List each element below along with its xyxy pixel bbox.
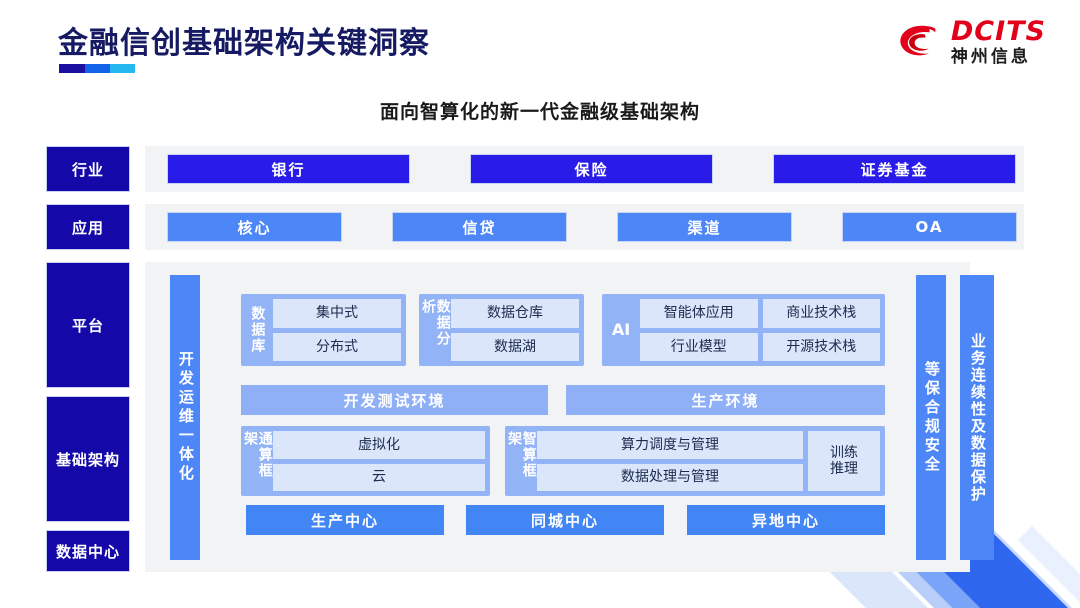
bar-production-environment[interactable]: 生产环境 [566, 385, 885, 415]
category-label-datacenter: 数据中心 [46, 530, 130, 572]
datacenter-metro[interactable]: 同城中心 [466, 505, 664, 535]
datacenter-remote[interactable]: 异地中心 [687, 505, 885, 535]
sidebar-business-continuity[interactable]: 业务连续性及数据保护 [960, 275, 994, 560]
category-label-infrastructure: 基础架构 [46, 396, 130, 522]
group-data-analysis: 数据分析 数据仓库 数据湖 [419, 294, 584, 366]
group-database-label: 数据库 [249, 306, 266, 354]
cell-data-processing[interactable]: 数据处理与管理 [537, 463, 803, 491]
slide-subtitle: 面向智算化的新一代金融级基础架构 [379, 101, 700, 123]
dcits-swirl-icon [900, 25, 936, 56]
cell-compute-scheduling[interactable]: 算力调度与管理 [537, 431, 803, 459]
group-intelligent-compute-framework: 智算框架 算力调度与管理 数据处理与管理 训练 推理 [505, 426, 885, 496]
cell-opensource-stack[interactable]: 开源技术栈 [762, 332, 880, 361]
logo-cn-text: 神州信息 [950, 47, 1031, 67]
group-ai-label: AI [611, 319, 631, 339]
bar-dev-test-environment[interactable]: 开发测试环境 [241, 385, 548, 415]
cell-industry-model[interactable]: 行业模型 [640, 332, 758, 361]
sidebar-compliance-security[interactable]: 等保合规安全 [916, 275, 946, 560]
cell-training-inference[interactable]: 训练 推理 [808, 431, 880, 491]
industry-chip-securities[interactable]: 证券基金 [773, 154, 1016, 184]
brand-logo: DCITS 神州信息 [895, 18, 1046, 66]
group-ai: AI 智能体应用 商业技术栈 行业模型 开源技术栈 [602, 294, 885, 366]
sidebar-devops-integration[interactable]: 开发运维一体化 [170, 275, 200, 560]
category-label-industry: 行业 [46, 146, 130, 192]
datacenter-production[interactable]: 生产中心 [246, 505, 444, 535]
cell-cloud[interactable]: 云 [273, 463, 485, 491]
cell-commercial-stack[interactable]: 商业技术栈 [762, 299, 880, 328]
cell-agent-application[interactable]: 智能体应用 [640, 299, 758, 328]
group-database: 数据库 集中式 分布式 [241, 294, 406, 366]
category-label-application: 应用 [46, 204, 130, 250]
cell-database-centralized[interactable]: 集中式 [273, 299, 401, 328]
cell-training-line: 训练 [830, 444, 858, 461]
industry-row-panel: 银行 保险 证券基金 [145, 146, 1024, 192]
cell-database-distributed[interactable]: 分布式 [273, 332, 401, 361]
industry-chip-insurance[interactable]: 保险 [470, 154, 713, 184]
cell-inference-line: 推理 [830, 461, 858, 477]
application-chip-channel[interactable]: 渠道 [617, 212, 792, 242]
cell-data-warehouse[interactable]: 数据仓库 [451, 299, 579, 328]
group-general-compute-label: 通算框架 [242, 431, 273, 479]
application-row-panel: 核心 信贷 渠道 OA [145, 204, 1024, 250]
group-intelligent-compute-label: 智算框架 [506, 431, 537, 479]
industry-chip-bank[interactable]: 银行 [167, 154, 410, 184]
group-general-compute-framework: 通算框架 虚拟化 云 [241, 426, 490, 496]
application-chip-core[interactable]: 核心 [167, 212, 342, 242]
cell-virtualization[interactable]: 虚拟化 [273, 431, 485, 459]
application-chip-credit[interactable]: 信贷 [392, 212, 567, 242]
group-data-analysis-label: 数据分析 [420, 299, 451, 347]
title-underline-rule [59, 64, 135, 73]
cell-data-lake[interactable]: 数据湖 [451, 332, 579, 361]
page-title: 金融信创基础架构关键洞察 [58, 26, 430, 61]
logo-en-text: DCITS [950, 16, 1046, 47]
application-chip-oa[interactable]: OA [842, 212, 1017, 242]
category-label-platform: 平台 [46, 262, 130, 388]
